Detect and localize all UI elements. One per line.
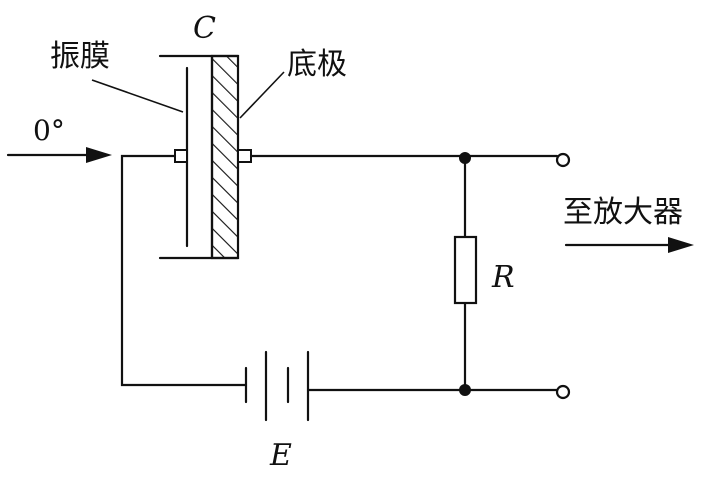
backplate <box>210 54 240 260</box>
output-terminal-top <box>555 152 571 168</box>
resistor-label: R <box>491 260 515 295</box>
diaphragm-pointer <box>91 79 184 113</box>
resistor <box>453 235 478 305</box>
battery-label: E <box>269 438 292 473</box>
backplate-terminal <box>237 149 252 163</box>
to-amplifier-arrow <box>564 237 694 253</box>
to-amplifier-label: 至放大器 <box>563 195 683 230</box>
top-junction <box>459 152 471 164</box>
battery <box>244 350 310 422</box>
bottom-junction <box>459 384 471 396</box>
incidence-angle-label: 0° <box>33 114 65 147</box>
capacitor-label: C <box>193 11 216 46</box>
circuit-wires <box>120 154 559 392</box>
diaphragm-terminal <box>174 149 188 163</box>
sound-direction-arrow <box>6 147 112 163</box>
diaphragm-label: 振膜 <box>50 39 110 74</box>
backplate-label: 底极 <box>287 47 347 82</box>
output-terminal-bottom <box>555 384 571 400</box>
backplate-pointer <box>239 71 285 119</box>
